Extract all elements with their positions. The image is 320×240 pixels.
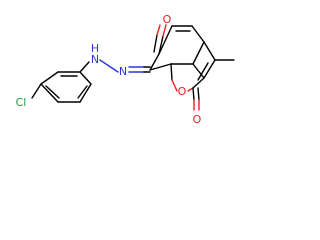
bond bbox=[162, 24, 167, 37]
bond bbox=[77, 85, 88, 99]
bond bbox=[192, 63, 205, 79]
bond bbox=[171, 79, 178, 92]
ring-oxygen-label: O bbox=[178, 85, 187, 98]
bond bbox=[191, 25, 205, 43]
amine-h-label: H bbox=[91, 42, 99, 55]
bond bbox=[203, 59, 216, 79]
bond bbox=[79, 71, 92, 85]
bond bbox=[156, 24, 161, 36]
chlorine-label: Cl bbox=[16, 96, 27, 109]
bond bbox=[40, 83, 59, 103]
amine-n-label: N bbox=[91, 53, 99, 66]
bond bbox=[153, 34, 158, 53]
bond bbox=[197, 87, 200, 101]
bond bbox=[192, 41, 205, 65]
bond bbox=[31, 83, 42, 99]
bond bbox=[158, 25, 173, 55]
pyranone-ring bbox=[192, 41, 216, 89]
bond bbox=[158, 35, 164, 55]
bond bbox=[45, 85, 60, 99]
structure-canvas: Cl H N N O O O bbox=[0, 0, 247, 146]
chlorophenyl-ring bbox=[40, 71, 92, 103]
bond bbox=[149, 53, 160, 71]
bond bbox=[192, 87, 195, 101]
ketone-oxygen-label: O bbox=[163, 13, 172, 26]
bond bbox=[79, 83, 92, 103]
bond bbox=[149, 63, 172, 71]
bond bbox=[79, 61, 90, 73]
bond bbox=[197, 62, 209, 81]
bond bbox=[40, 71, 59, 85]
bond bbox=[192, 77, 205, 89]
bond bbox=[99, 59, 119, 73]
chemical-structure-diagram: Cl H N N O O O bbox=[16, 13, 235, 126]
quinone-ring bbox=[149, 25, 205, 71]
lactone-oxygen-label: O bbox=[193, 113, 202, 126]
azo-n-label: N bbox=[119, 65, 127, 78]
bond bbox=[170, 63, 173, 81]
bond bbox=[187, 87, 194, 92]
bond bbox=[203, 41, 216, 61]
